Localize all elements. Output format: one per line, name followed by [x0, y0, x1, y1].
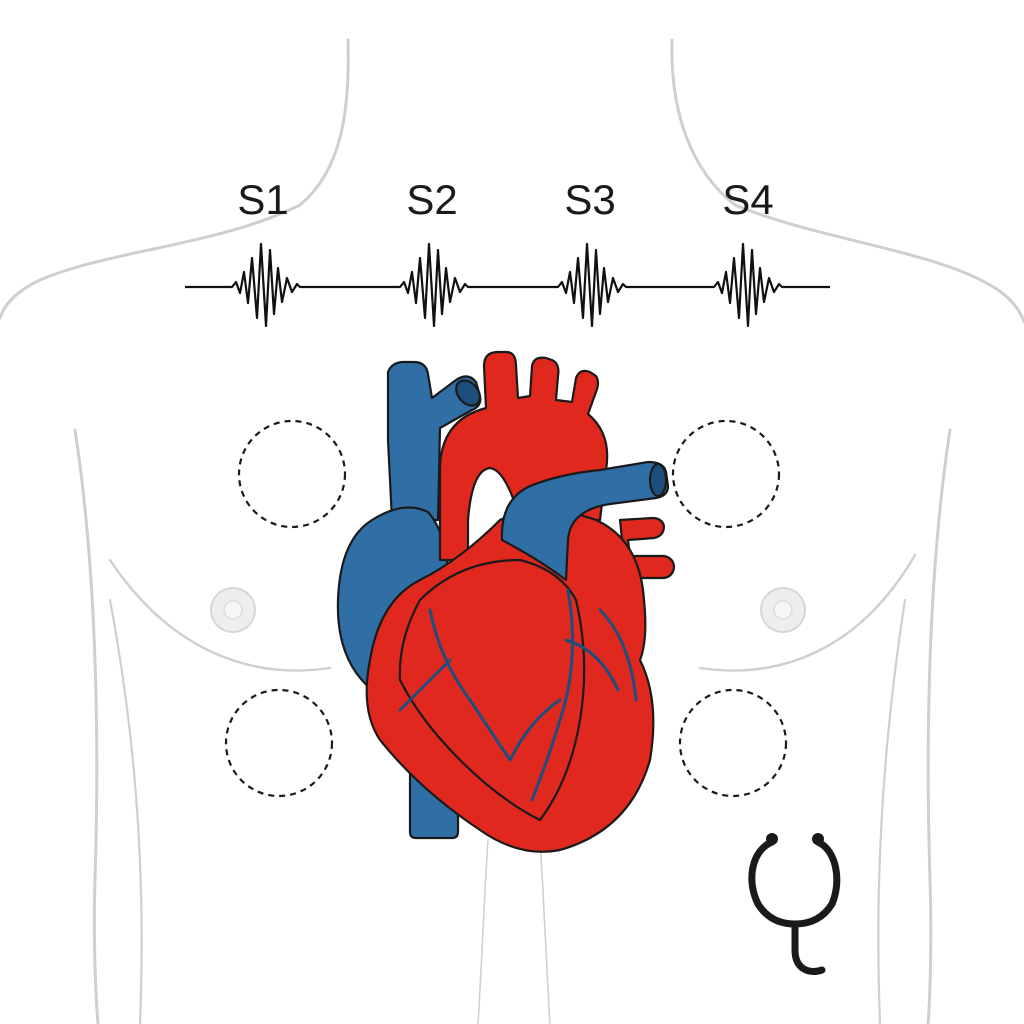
- arm-left-line: [73, 428, 100, 1024]
- pulmonary-trunk: [500, 460, 670, 582]
- pectoral-left-line: [108, 558, 332, 672]
- shoulder-right-line: [733, 203, 1024, 324]
- torso-left-lower-line: [108, 598, 143, 1024]
- coronary-vessel-main: [530, 588, 574, 802]
- torso-outline: [0, 38, 1024, 1024]
- pectoral-right-line: [698, 553, 917, 672]
- coronary-vessel-branch-5: [598, 608, 638, 702]
- neck-right-line: [670, 38, 737, 207]
- auscultation-site-mitral: [678, 688, 788, 798]
- auscultation-sites: [224, 419, 788, 798]
- sternum-line-right: [539, 839, 551, 1024]
- neck-left-line: [298, 38, 350, 207]
- pulmonary-trunk-opening: [648, 462, 668, 498]
- right-ventricle: [398, 558, 586, 822]
- stethoscope-tubing: [748, 838, 841, 928]
- stethoscope-icon: [748, 833, 841, 975]
- sound-label-s3: S3: [564, 176, 616, 223]
- coronary-vessel-branch-4: [398, 658, 452, 712]
- torso-right-lower-line: [877, 598, 907, 1024]
- coronary-vessel-branch-3: [428, 608, 512, 762]
- coronary-vessel-branch-2: [508, 698, 562, 762]
- heart-sound-waveform: [185, 242, 830, 328]
- sound-label-s1: S1: [237, 176, 289, 223]
- coronary-vessels: [398, 588, 638, 802]
- sound-label-s4: S4: [722, 176, 774, 223]
- sternum-line: [477, 839, 489, 1024]
- auscultation-site-tricuspid: [224, 688, 334, 798]
- svc-branch-opening: [455, 379, 481, 407]
- auscultation-site-pulmonic: [671, 419, 781, 529]
- arm-right-line: [926, 428, 952, 1024]
- auscultation-site-aortic: [237, 419, 347, 529]
- stethoscope-stem: [791, 920, 826, 975]
- nipple-marks: [210, 587, 806, 633]
- sound-label-s2: S2: [406, 176, 458, 223]
- heart-icon: [336, 350, 676, 853]
- superior-vena-cava: [386, 360, 482, 522]
- waveform-baseline-and-bursts: [185, 242, 830, 328]
- shoulder-left-line: [0, 203, 302, 320]
- coronary-vessel-branch-1: [564, 638, 620, 692]
